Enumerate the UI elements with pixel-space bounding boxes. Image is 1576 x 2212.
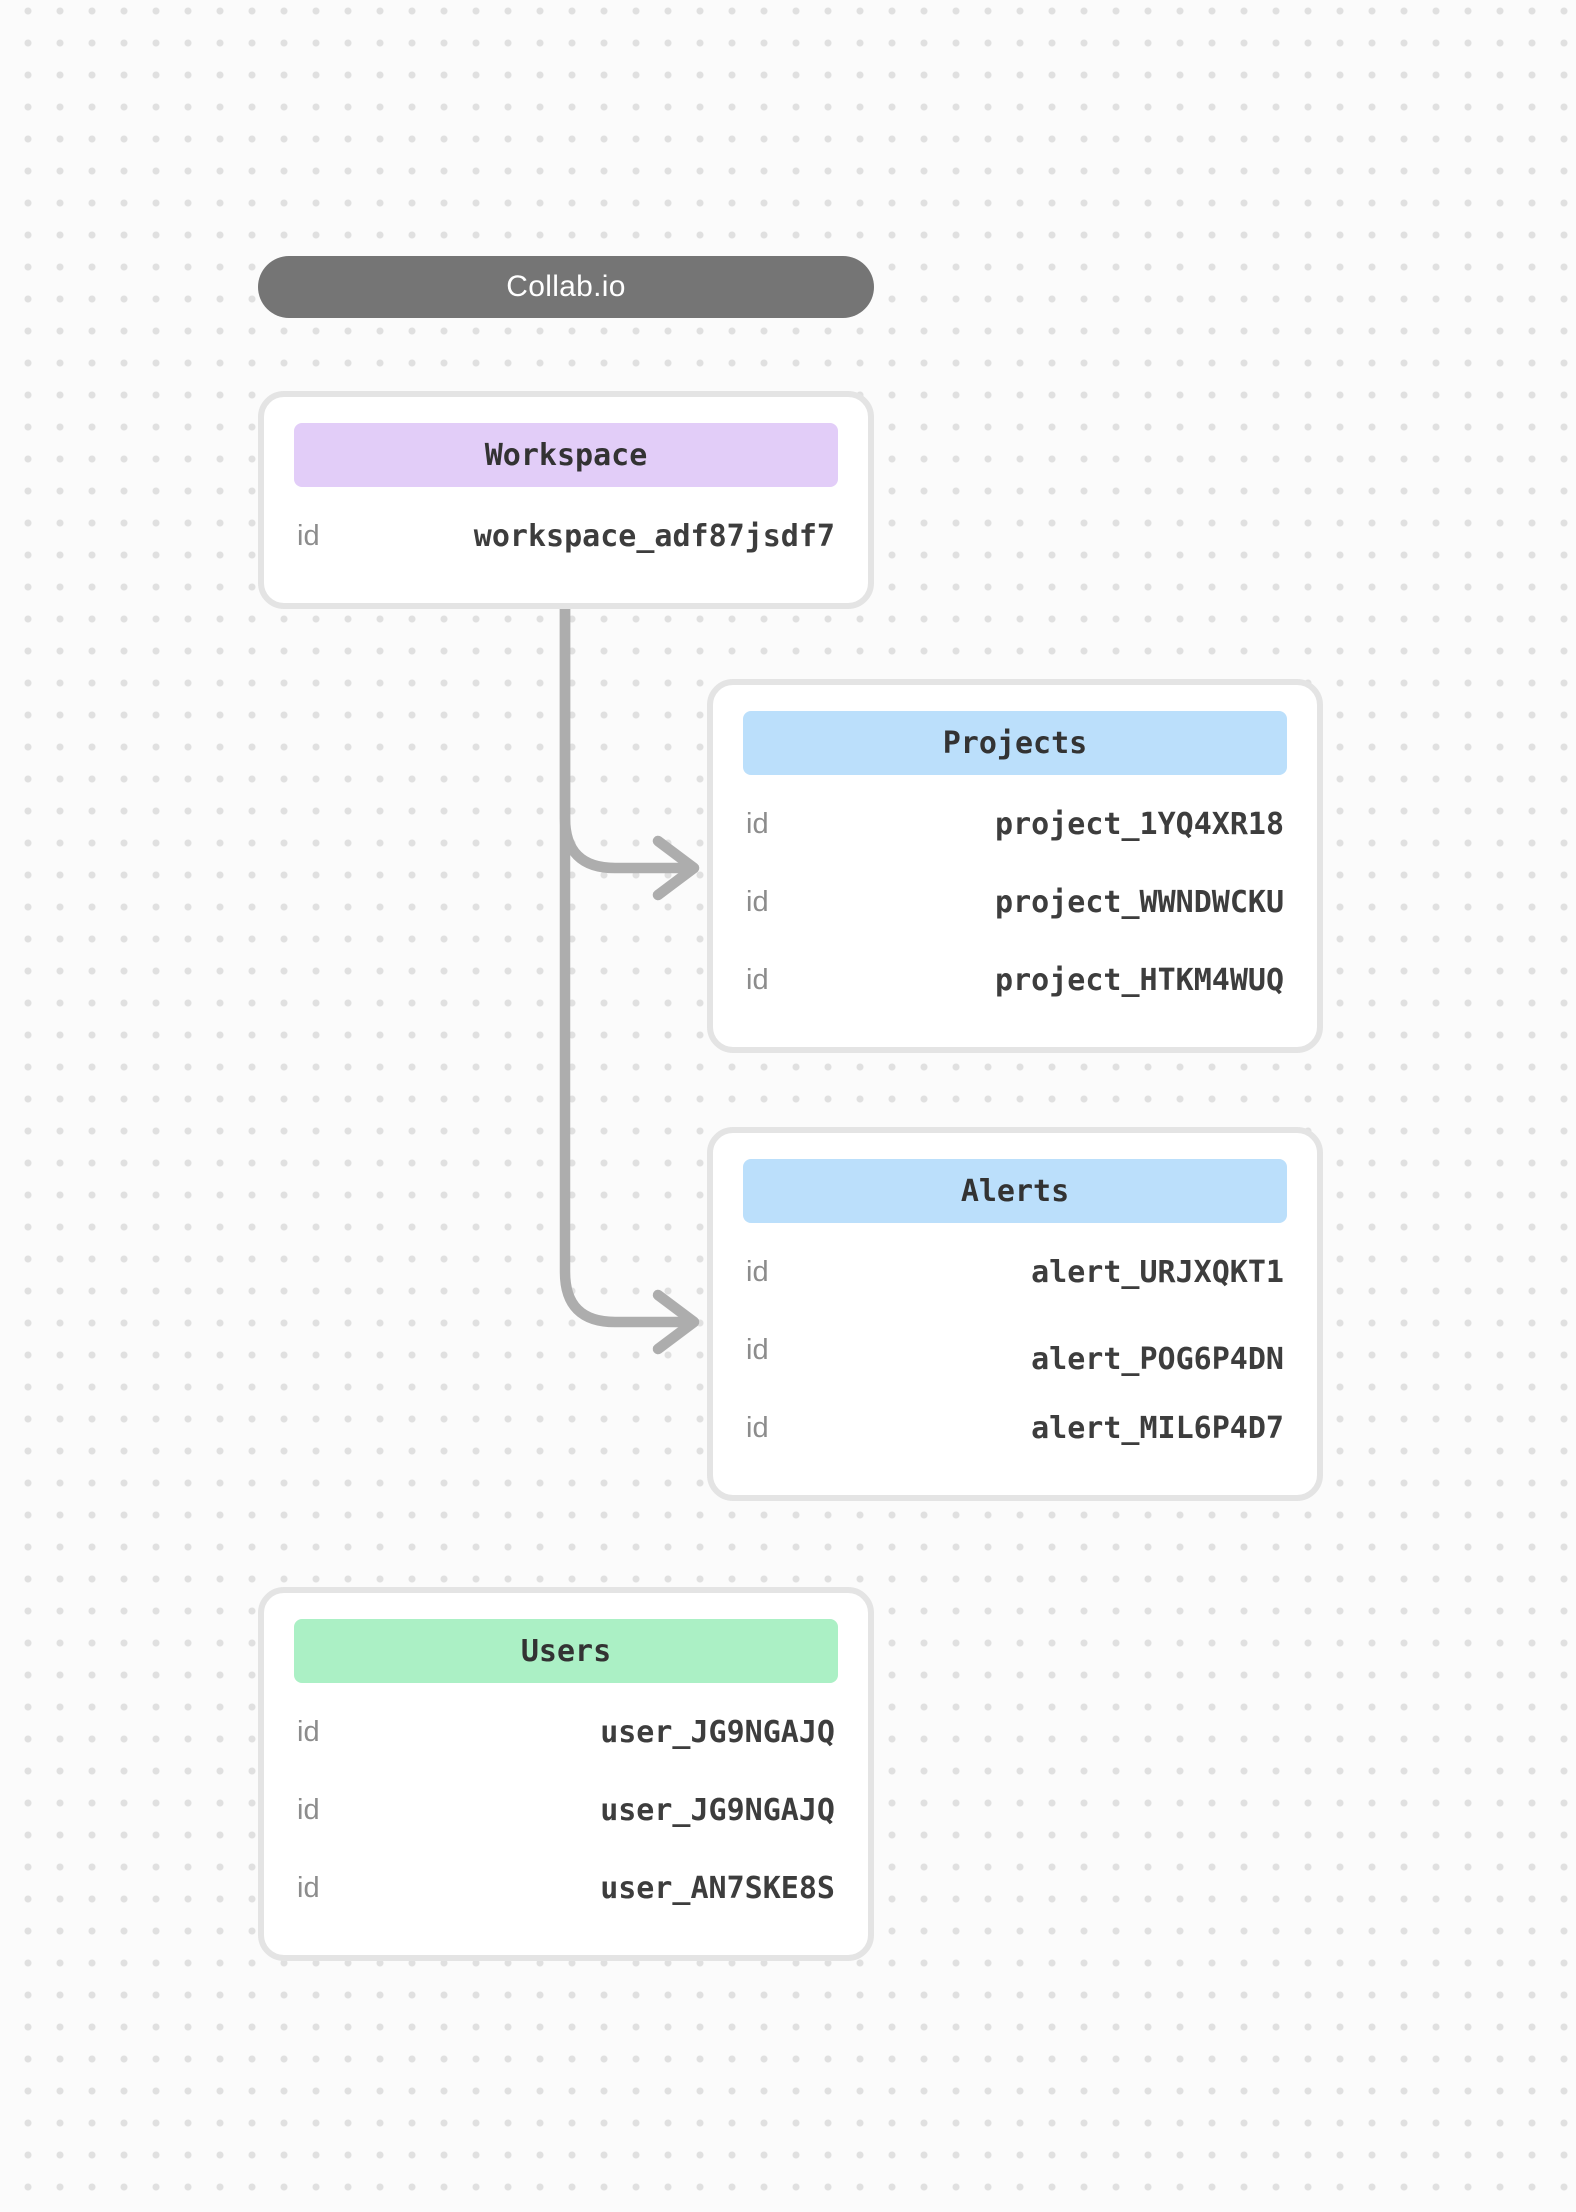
table-row: id project_HTKM4WUQ [743,941,1287,1019]
field-name-label: id [746,807,769,840]
field-name-label: id [746,1255,769,1288]
entity-header: Projects [743,711,1287,775]
table-row: id user_JG9NGAJQ [294,1693,838,1771]
field-name-label: id [746,1333,769,1366]
table-row: id user_JG9NGAJQ [294,1771,838,1849]
entity-card-alerts[interactable]: Alerts id alert_URJXQKT1 id alert_POG6P4… [707,1127,1323,1501]
entity-card-workspace[interactable]: Workspace id workspace_adf87jsdf7 [258,391,874,609]
entity-header: Workspace [294,423,838,487]
entity-card-projects[interactable]: Projects id project_1YQ4XR18 id project_… [707,679,1323,1053]
field-value: alert_URJXQKT1 [1031,1254,1284,1290]
field-name-label: id [746,885,769,918]
diagram-title-pill[interactable]: Collab.io [258,256,874,318]
table-row: id alert_POG6P4DN [743,1311,1287,1389]
field-name-label: id [746,1411,769,1444]
connector-workspace-to-projects [559,602,692,874]
entity-header: Alerts [743,1159,1287,1223]
field-value: workspace_adf87jsdf7 [473,518,835,554]
field-value: project_1YQ4XR18 [995,806,1284,842]
field-name-label: id [746,963,769,996]
entity-title: Alerts [960,1173,1070,1209]
arrowhead-icon [652,835,700,901]
field-value: user_JG9NGAJQ [600,1714,835,1750]
diagram-title: Collab.io [506,270,626,303]
entity-title: Workspace [484,437,648,473]
field-value: alert_MIL6P4D7 [1031,1410,1284,1446]
field-value: user_JG9NGAJQ [600,1792,835,1828]
field-name-label: id [297,519,320,552]
field-name-label: id [297,1793,320,1826]
table-row: id project_1YQ4XR18 [743,785,1287,863]
entity-header: Users [294,1619,838,1683]
entity-card-users[interactable]: Users id user_JG9NGAJQ id user_JG9NGAJQ … [258,1587,874,1961]
field-value: project_WWNDWCKU [995,884,1284,920]
table-row: id workspace_adf87jsdf7 [294,497,838,575]
entity-title: Projects [942,725,1088,761]
field-value: alert_POG6P4DN [1031,1341,1284,1377]
table-row: id user_AN7SKE8S [294,1849,838,1927]
field-name-label: id [297,1871,320,1904]
arrowhead-icon [652,1289,700,1355]
field-name-label: id [297,1715,320,1748]
entity-title: Users [520,1633,612,1669]
table-row: id alert_MIL6P4D7 [743,1389,1287,1467]
field-value: user_AN7SKE8S [600,1870,835,1906]
table-row: id alert_URJXQKT1 [743,1233,1287,1311]
field-value: project_HTKM4WUQ [995,962,1284,998]
connector-workspace-to-alerts [559,602,692,1328]
table-row: id project_WWNDWCKU [743,863,1287,941]
